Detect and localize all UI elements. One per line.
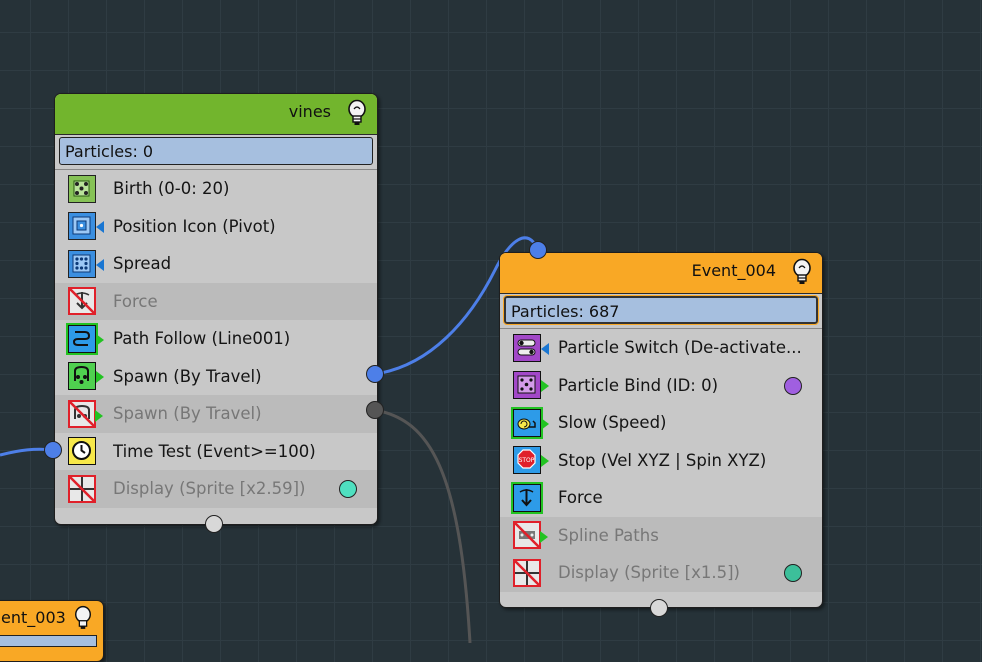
stop-icon: STOP xyxy=(513,446,549,475)
wire-spawn-to-event004 xyxy=(374,236,540,376)
operator-spawn-disabled[interactable]: Spawn (By Travel) xyxy=(55,395,377,433)
birth-icon xyxy=(68,174,96,203)
operator-label: Force xyxy=(558,488,603,508)
node-header[interactable]: vines xyxy=(55,94,377,135)
output-arrow-icon xyxy=(541,455,549,468)
lightbulb-icon[interactable] xyxy=(346,99,368,127)
operator-label: Spawn (By Travel) xyxy=(113,366,262,386)
lightbulb-icon[interactable] xyxy=(791,258,813,286)
bind-color-swatch[interactable] xyxy=(784,376,802,395)
node-vines[interactable]: vines Particles: 0 Birth (0-0: 20) Posit… xyxy=(54,93,378,525)
operator-spread[interactable]: Spread xyxy=(55,245,377,283)
particle-bind-icon xyxy=(513,371,549,400)
output-port-event-004-bottom[interactable] xyxy=(650,599,668,617)
operator-label: Spawn (By Travel) xyxy=(113,404,262,424)
operator-label: Particle Switch (De-activate... xyxy=(558,338,802,358)
operator-spline-paths-disabled[interactable]: Spline Paths xyxy=(500,516,822,554)
operator-list: Birth (0-0: 20) Position Icon (Pivot) Sp… xyxy=(55,169,377,508)
input-arrow-icon xyxy=(541,342,549,355)
output-arrow-icon xyxy=(95,409,103,422)
operator-label: Position Icon (Pivot) xyxy=(113,216,276,236)
input-arrow-icon xyxy=(96,221,104,234)
operator-label: Spread xyxy=(113,254,172,274)
operator-time-test[interactable]: Time Test (Event>=100) xyxy=(55,433,377,471)
operator-birth[interactable]: Birth (0-0: 20) xyxy=(55,170,377,208)
output-port-vines-bottom[interactable] xyxy=(205,515,223,533)
display-color-swatch[interactable] xyxy=(784,564,802,582)
time-test-icon xyxy=(68,437,96,466)
svg-text:STOP: STOP xyxy=(519,457,535,464)
operator-particle-switch[interactable]: Particle Switch (De-activate... xyxy=(500,329,822,367)
spline-paths-icon xyxy=(513,521,548,550)
display-icon xyxy=(68,474,96,503)
particles-bar-partial xyxy=(0,635,97,647)
output-arrow-icon xyxy=(541,417,549,430)
force-icon xyxy=(68,287,96,316)
node-title: vines xyxy=(288,102,331,121)
spread-icon xyxy=(68,249,104,278)
particles-count: Particles: 0 xyxy=(59,137,373,165)
node-title: Event_004 xyxy=(691,261,776,280)
force-icon xyxy=(511,481,543,514)
operator-label: Particle Bind (ID: 0) xyxy=(558,375,719,395)
node-event-003[interactable]: ent_003 xyxy=(0,600,104,662)
particle-switch-icon xyxy=(513,333,549,362)
operator-force-disabled[interactable]: Force xyxy=(55,282,377,320)
operator-label: Display (Sprite [x2.59]) xyxy=(113,479,306,499)
node-event-004[interactable]: Event_004 Particles: 687 Particle Switch… xyxy=(499,252,823,608)
output-arrow-icon xyxy=(96,371,104,384)
output-arrow-icon xyxy=(96,333,104,346)
spawn-icon xyxy=(68,362,104,391)
operator-label: Path Follow (Line001) xyxy=(113,329,291,349)
node-header[interactable]: Event_004 xyxy=(500,253,822,294)
operator-label: Spline Paths xyxy=(558,525,659,545)
position-icon xyxy=(68,212,104,241)
operator-label: Stop (Vel XYZ | Spin XYZ) xyxy=(558,450,767,470)
operator-label: Force xyxy=(113,291,158,311)
operator-display-disabled[interactable]: Display (Sprite [x2.59]) xyxy=(55,470,377,508)
operator-particle-bind[interactable]: Particle Bind (ID: 0) xyxy=(500,367,822,405)
operator-label: Slow (Speed) xyxy=(558,413,667,433)
spawn-icon xyxy=(68,399,103,428)
operator-slow[interactable]: Slow (Speed) xyxy=(500,404,822,442)
operator-label: Birth (0-0: 20) xyxy=(113,179,230,199)
operator-list: Particle Switch (De-activate... Particle… xyxy=(500,328,822,592)
operator-label: Display (Sprite [x1.5]) xyxy=(558,563,740,583)
display-icon xyxy=(513,558,541,587)
lightbulb-icon[interactable] xyxy=(73,605,93,631)
input-arrow-icon xyxy=(96,258,104,271)
output-arrow-icon xyxy=(541,380,549,393)
output-port-spawn-disabled[interactable] xyxy=(366,401,384,419)
slow-icon xyxy=(511,406,549,439)
operator-spawn[interactable]: Spawn (By Travel) xyxy=(55,358,377,396)
output-port-spawn[interactable] xyxy=(366,365,384,383)
display-color-swatch[interactable] xyxy=(339,480,357,498)
operator-label: Time Test (Event>=100) xyxy=(113,441,316,461)
input-port-time-test[interactable] xyxy=(44,441,62,459)
node-title: ent_003 xyxy=(1,608,66,627)
output-arrow-icon xyxy=(540,531,548,544)
operator-position-icon[interactable]: Position Icon (Pivot) xyxy=(55,208,377,246)
operator-stop[interactable]: STOP Stop (Vel XYZ | Spin XYZ) xyxy=(500,442,822,480)
operator-path-follow[interactable]: Path Follow (Line001) xyxy=(55,320,377,358)
operator-display-disabled[interactable]: Display (Sprite [x1.5]) xyxy=(500,554,822,592)
wire-inactive-spawn-out xyxy=(374,408,472,643)
input-port-event-004[interactable] xyxy=(529,241,547,259)
particles-count: Particles: 687 xyxy=(503,295,819,325)
operator-force[interactable]: Force xyxy=(500,479,822,517)
path-follow-icon xyxy=(66,322,104,355)
